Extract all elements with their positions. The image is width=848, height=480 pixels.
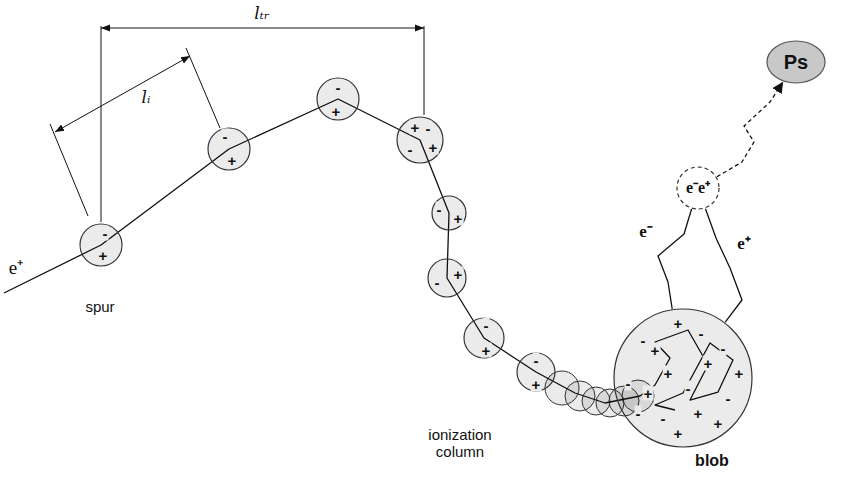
- charge-sign: -: [720, 341, 727, 356]
- charge-sign: +: [481, 343, 492, 358]
- charge-sign: +: [703, 356, 714, 371]
- charge-sign: +: [713, 416, 724, 431]
- spur-circle-shape: [464, 318, 504, 358]
- charge-sign: -: [407, 142, 414, 157]
- charge-sign: -: [434, 275, 441, 290]
- charge-sign: -: [725, 391, 732, 406]
- spur-circle: -+: [79, 223, 123, 267]
- charge-sign: +: [453, 267, 464, 282]
- spur-circle-shape: [317, 78, 359, 120]
- charge-sign: -: [685, 381, 692, 396]
- extension-line: [186, 48, 220, 128]
- edge-label: e⁻: [638, 222, 654, 242]
- charge-sign: -: [640, 333, 647, 348]
- spur-circle: -+: [516, 352, 556, 392]
- region-label: blob: [695, 452, 729, 470]
- region-label: ionization column: [414, 426, 506, 461]
- charge-sign: +: [331, 104, 342, 119]
- charge-sign: +: [227, 153, 238, 168]
- dimension-line: [55, 56, 190, 132]
- spur-circle-shape: [80, 224, 122, 266]
- spur-circle-shape: [208, 128, 250, 170]
- charge-sign: -: [222, 129, 229, 144]
- spur-circle: +--+: [396, 116, 444, 164]
- spur-circle-shape: [397, 117, 443, 163]
- spur-circle-shape: [432, 196, 466, 230]
- charge-sign: +: [650, 343, 661, 358]
- charge-sign: +: [673, 426, 684, 441]
- charge-sign: +: [98, 248, 109, 263]
- extension-line: [101, 26, 102, 222]
- charge-sign: -: [335, 80, 342, 95]
- charge-sign: -: [660, 411, 667, 426]
- spur-circle: -+: [207, 127, 251, 171]
- blob-circle: -++--+-++-+-+-++-: [613, 308, 753, 448]
- charge-sign: +: [531, 377, 542, 392]
- spur-circle: -+: [427, 258, 467, 298]
- spur-circle-shape: [428, 259, 466, 297]
- pair-circle: e⁻e⁺: [676, 166, 720, 210]
- positronium-circle-shape: [767, 41, 825, 83]
- pair-label: e⁻e⁺: [686, 179, 710, 197]
- dimension-label: lₜᵣ: [252, 4, 272, 24]
- spur-circle: -+: [431, 195, 467, 231]
- charge-sign: -: [483, 318, 490, 333]
- spur-circle-shape: [517, 353, 555, 391]
- charge-sign: -: [533, 353, 540, 368]
- positronium-circle: Ps: [766, 40, 826, 84]
- edge-label: e⁺: [736, 234, 752, 254]
- extension-line: [424, 26, 425, 115]
- spur-circle: -+: [463, 317, 505, 359]
- charge-sign: -: [625, 376, 632, 391]
- charge-sign: +: [410, 120, 421, 135]
- charge-sign: -: [102, 226, 109, 241]
- extension-line: [50, 124, 88, 216]
- particle-label: e⁺: [9, 257, 23, 279]
- charge-sign: -: [425, 121, 432, 136]
- dimension-line: [101, 28, 424, 29]
- dimension-label: lᵢ: [140, 88, 153, 108]
- charge-sign: +: [453, 211, 464, 226]
- charge-sign: +: [643, 386, 654, 401]
- spur-circle: -+: [316, 77, 360, 121]
- charge-sign: +: [734, 366, 745, 381]
- region-label: spur: [85, 298, 114, 315]
- positronium-label: Ps: [784, 51, 808, 73]
- blob-circle-shape: [614, 309, 752, 447]
- pair-circle-shape: [677, 167, 719, 209]
- charge-sign: -: [635, 406, 642, 421]
- particle-path: [705, 209, 742, 322]
- particle-path: [658, 209, 692, 309]
- charge-sign: -: [698, 326, 705, 341]
- emission-arrow: [717, 82, 783, 177]
- charge-sign: +: [663, 366, 674, 381]
- charge-sign: +: [673, 316, 684, 331]
- charge-sign: -: [436, 202, 443, 217]
- charge-sign: +: [693, 406, 704, 421]
- charge-sign: +: [428, 140, 439, 155]
